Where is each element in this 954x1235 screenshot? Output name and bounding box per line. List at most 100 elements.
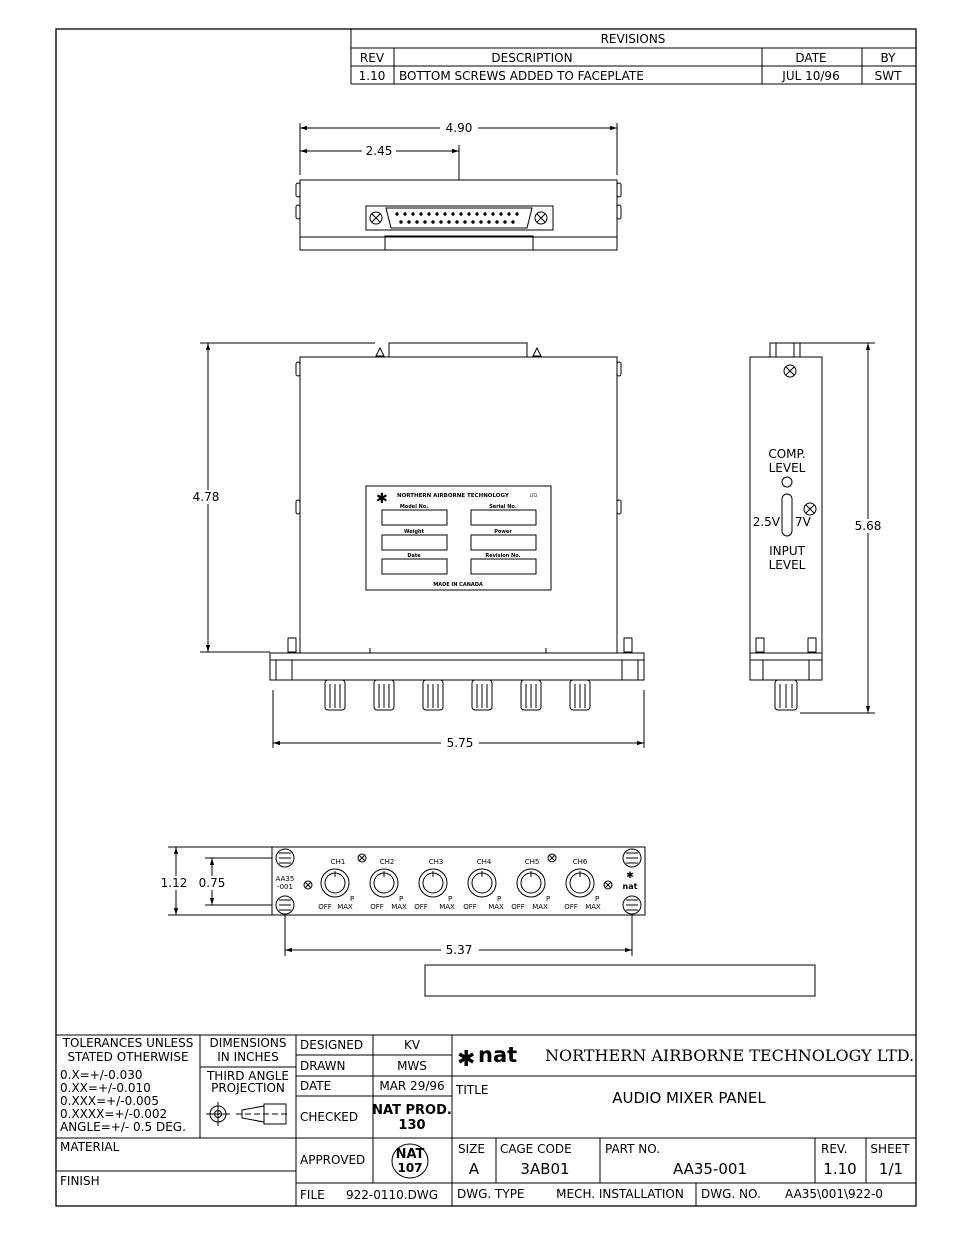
company-name: NORTHERN AIRBORNE TECHNOLOGY LTD. [545, 1046, 914, 1065]
revisions-title: REVISIONS [601, 32, 666, 46]
faceplate-model-line2: -001 [277, 883, 293, 891]
sheet-value: 1/1 [879, 1160, 903, 1178]
ch5-off-label: OFF [511, 903, 525, 911]
nameplate-company: NORTHERN AIRBORNE TECHNOLOGY [397, 493, 510, 499]
nameplate-company-suffix: LTD [530, 493, 537, 498]
ch5-label: CH5 [525, 858, 540, 866]
tolerance-line-3: 0.XXX=+/-0.005 [60, 1094, 159, 1108]
revision-row-by: SWT [875, 69, 902, 83]
ch3-off-label: OFF [414, 903, 428, 911]
ch4-knob-mark: P [497, 895, 501, 903]
comp-level-label-line1: COMP. [768, 447, 805, 461]
company-logo-text: nat [478, 1043, 517, 1067]
ch4-max-label: MAX [488, 903, 504, 911]
nameplate-date-label: Date [407, 553, 421, 559]
sheet-label: SHEET [870, 1142, 910, 1156]
ch5-max-label: MAX [532, 903, 548, 911]
ch6-off-label: OFF [564, 903, 578, 911]
faceplate-logo-text: nat [623, 882, 638, 891]
ch2-max-label: MAX [391, 903, 407, 911]
dwg-no-label: DWG. NO. [701, 1187, 761, 1201]
faceplate-overall-height-dimension: 1.12 [161, 876, 188, 890]
faceplate-view [168, 846, 646, 956]
nameplate-power-label: Power [494, 529, 512, 535]
revision-row-rev: 1.10 [359, 69, 386, 83]
projection-label-line2: PROJECTION [211, 1081, 285, 1095]
size-label: SIZE [458, 1142, 485, 1156]
material-label: MATERIAL [60, 1140, 120, 1154]
title-label: TITLE [455, 1083, 488, 1097]
tolerances-title-line1: TOLERANCES UNLESS [62, 1036, 194, 1050]
ch2-knob-mark: P [399, 895, 403, 903]
nameplate-serial-label: Serial No. [489, 504, 517, 510]
note-box [424, 964, 816, 997]
checked-value-line1: NAT PROD. [372, 1103, 452, 1118]
tolerance-line-2: 0.XX=+/-0.010 [60, 1081, 151, 1095]
ch6-max-label: MAX [585, 903, 601, 911]
rev-label: REV. [821, 1142, 847, 1156]
ch5-knob-mark: P [546, 895, 550, 903]
nameplate-logo-icon: ✱ [376, 491, 388, 507]
ch6-label: CH6 [573, 858, 588, 866]
ch1-knob-mark: P [350, 895, 354, 903]
size-value: A [469, 1160, 480, 1178]
file-value: 922-0110.DWG [346, 1188, 438, 1202]
nameplate-weight-label: Weight [404, 529, 425, 535]
comp-level-label-line2: LEVEL [769, 461, 806, 475]
tolerance-line-5: ANGLE=+/- 0.5 DEG. [60, 1120, 186, 1134]
ch1-label: CH1 [331, 858, 346, 866]
date-value: MAR 29/96 [379, 1079, 444, 1093]
dwg-no-value: AA35\001\922-0 [785, 1187, 883, 1201]
dwg-type-label: DWG. TYPE [457, 1187, 525, 1201]
side-view [749, 342, 875, 714]
ch3-knob-mark: P [448, 895, 452, 903]
ch2-label: CH2 [380, 858, 395, 866]
ch3-label: CH3 [429, 858, 444, 866]
cage-code-value: 3AB01 [520, 1160, 569, 1178]
range-high-label: 7V [795, 515, 812, 529]
rev-value: 1.10 [823, 1160, 856, 1178]
approved-stamp-line2: 107 [397, 1161, 422, 1175]
ch6-knob-mark: P [595, 895, 599, 903]
tolerance-line-1: 0.X=+/-0.030 [60, 1068, 143, 1082]
part-number-value: AA35-001 [673, 1160, 747, 1178]
description-header: DESCRIPTION [491, 51, 572, 65]
nameplate [365, 485, 552, 591]
input-level-label-line1: INPUT [769, 544, 806, 558]
nameplate-footer: MADE IN CANADA [433, 582, 483, 588]
by-header: BY [881, 51, 897, 65]
faceplate-hole-height-dimension: 0.75 [199, 876, 226, 890]
drawn-label: DRAWN [300, 1059, 346, 1073]
rev-header: REV [360, 51, 385, 65]
side-view-height-dimension: 5.68 [855, 519, 882, 533]
designed-value: KV [404, 1038, 421, 1052]
ch4-off-label: OFF [463, 903, 477, 911]
faceplate-model-line1: AA35 [276, 875, 295, 883]
drawn-value: MWS [397, 1059, 427, 1073]
checked-label: CHECKED [300, 1110, 358, 1124]
date-header: DATE [795, 51, 826, 65]
dimensions-label-line2: IN INCHES [217, 1050, 278, 1064]
nameplate-revision-label: Revision No. [485, 553, 520, 559]
dwg-type-value: MECH. INSTALLATION [556, 1187, 684, 1201]
top-view-half-dimension: 2.45 [366, 144, 393, 158]
tolerance-line-4: 0.XXXX=+/-0.002 [60, 1107, 167, 1121]
front-view-height-dimension: 4.78 [193, 490, 220, 504]
date-label: DATE [300, 1079, 331, 1093]
tolerances-title-line2: STATED OTHERWISE [67, 1050, 188, 1064]
company-logo-icon: ✱ [457, 1047, 475, 1072]
ch4-label: CH4 [477, 858, 492, 866]
sheet-border [55, 28, 917, 1207]
top-view-overall-dimension: 4.90 [446, 121, 473, 135]
revision-row-description: BOTTOM SCREWS ADDED TO FACEPLATE [399, 69, 644, 83]
approved-label: APPROVED [300, 1153, 365, 1167]
front-view-width-dimension: 5.75 [447, 736, 474, 750]
title-block [56, 1034, 916, 1206]
ch1-max-label: MAX [337, 903, 353, 911]
part-number-label: PART NO. [605, 1142, 660, 1156]
ch1-off-label: OFF [318, 903, 332, 911]
faceplate-hole-width-dimension: 5.37 [446, 943, 473, 957]
input-level-label-line2: LEVEL [769, 558, 806, 572]
dimensions-label-line1: DIMENSIONS [210, 1036, 287, 1050]
approved-stamp-line1: NAT [396, 1147, 425, 1162]
